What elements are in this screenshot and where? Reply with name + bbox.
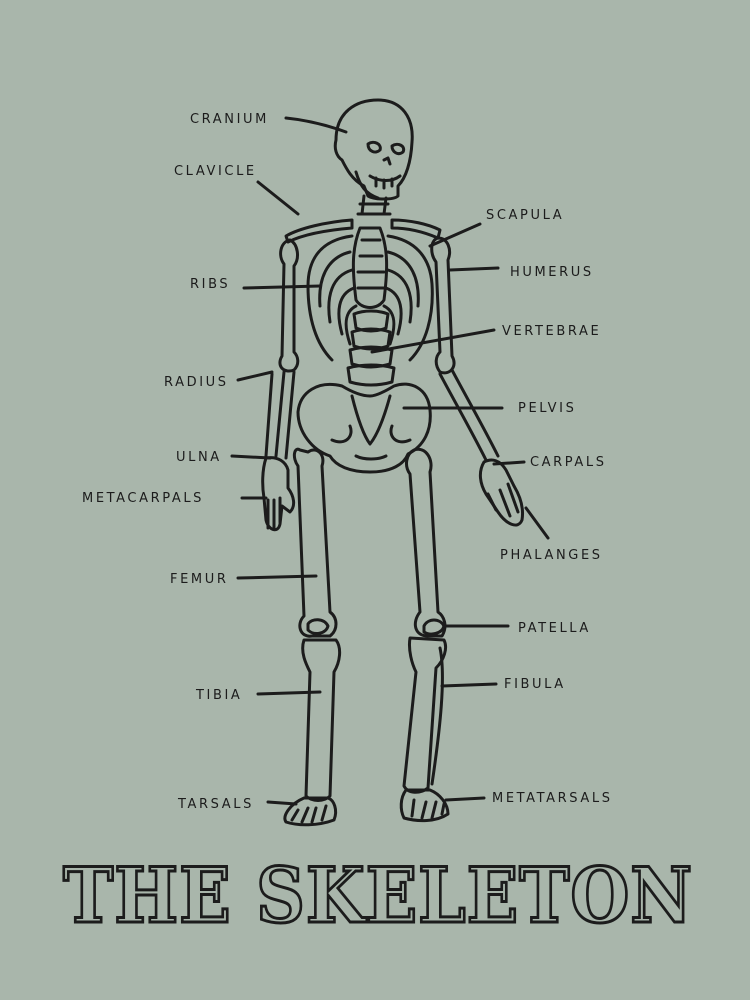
- label-patella: PATELLA: [518, 621, 591, 636]
- femur-left: [292, 447, 338, 638]
- poster-title: THE SKELETON: [63, 851, 693, 940]
- leader-humerus: [448, 266, 500, 272]
- leader-tibia: [256, 690, 322, 696]
- fingers-left: [266, 496, 282, 530]
- leader-vertebrae: [370, 328, 496, 354]
- leader-cranium: [284, 116, 348, 134]
- clavicle-right: [390, 218, 442, 240]
- leader-scapula: [428, 222, 482, 248]
- leader-femur: [236, 574, 318, 580]
- label-carpals: CARPALS: [530, 455, 607, 470]
- leader-phalanges: [524, 506, 550, 540]
- label-humerus: HUMERUS: [510, 265, 594, 280]
- leader-ulna: [230, 454, 272, 460]
- title-banner: THE SKELETON: [62, 850, 694, 942]
- ribs-right: [382, 234, 434, 362]
- hand-left: [261, 456, 296, 532]
- patella-right: [422, 618, 446, 636]
- label-radius: RADIUS: [164, 375, 229, 390]
- leader-fibula: [440, 682, 498, 688]
- humerus-left: [278, 238, 300, 373]
- skull-nose: [382, 156, 392, 166]
- ribs-left: [306, 234, 358, 362]
- foot-left: [283, 796, 338, 827]
- label-vertebrae: VERTEBRAE: [502, 324, 602, 339]
- humerus-right: [430, 236, 456, 375]
- femur-right: [405, 447, 447, 638]
- skull-eye-right: [390, 142, 406, 156]
- foot-right: [399, 788, 450, 823]
- fibula-right: [430, 646, 444, 786]
- leader-carpals: [492, 460, 526, 466]
- radius-left: [264, 370, 296, 460]
- label-femur: FEMUR: [170, 572, 229, 587]
- leader-metatarsals: [444, 796, 486, 802]
- label-phalanges: PHALANGES: [500, 548, 603, 563]
- label-ribs: RIBS: [190, 277, 231, 292]
- label-metacarpals: METACARPALS: [82, 491, 205, 506]
- sternum: [351, 226, 389, 309]
- leader-tarsals: [266, 800, 298, 806]
- label-tarsals: TARSALS: [178, 797, 254, 812]
- tibia-left: [301, 638, 342, 802]
- pelvis-inner: [330, 424, 412, 461]
- sacrum: [350, 394, 392, 446]
- label-ulna: ULNA: [176, 450, 222, 465]
- leader-radius: [236, 370, 274, 382]
- spine-upper: [356, 238, 386, 290]
- clavicle-left: [284, 218, 354, 244]
- label-cranium: CRANIUM: [190, 112, 269, 127]
- label-clavicle: CLAVICLE: [174, 164, 257, 179]
- label-pelvis: PELVIS: [518, 401, 577, 416]
- lumbar: [346, 309, 396, 387]
- skull-teeth: [368, 174, 402, 190]
- label-scapula: SCAPULA: [486, 208, 565, 223]
- toes-left: [290, 804, 328, 824]
- fingers-right: [486, 482, 520, 518]
- label-fibula: FIBULA: [504, 677, 566, 692]
- leader-ribs: [242, 284, 322, 290]
- neck: [356, 194, 392, 216]
- toes-right: [410, 798, 446, 820]
- skull-jaw: [354, 170, 380, 200]
- leader-clavicle: [256, 180, 300, 216]
- patella-left: [306, 618, 330, 635]
- label-metatarsals: METATARSALS: [492, 791, 613, 806]
- tibia-right: [402, 636, 448, 794]
- skull-eye-left: [366, 140, 382, 154]
- skull-outline: [333, 98, 414, 201]
- label-tibia: TIBIA: [196, 688, 243, 703]
- forearm-right: [438, 368, 500, 462]
